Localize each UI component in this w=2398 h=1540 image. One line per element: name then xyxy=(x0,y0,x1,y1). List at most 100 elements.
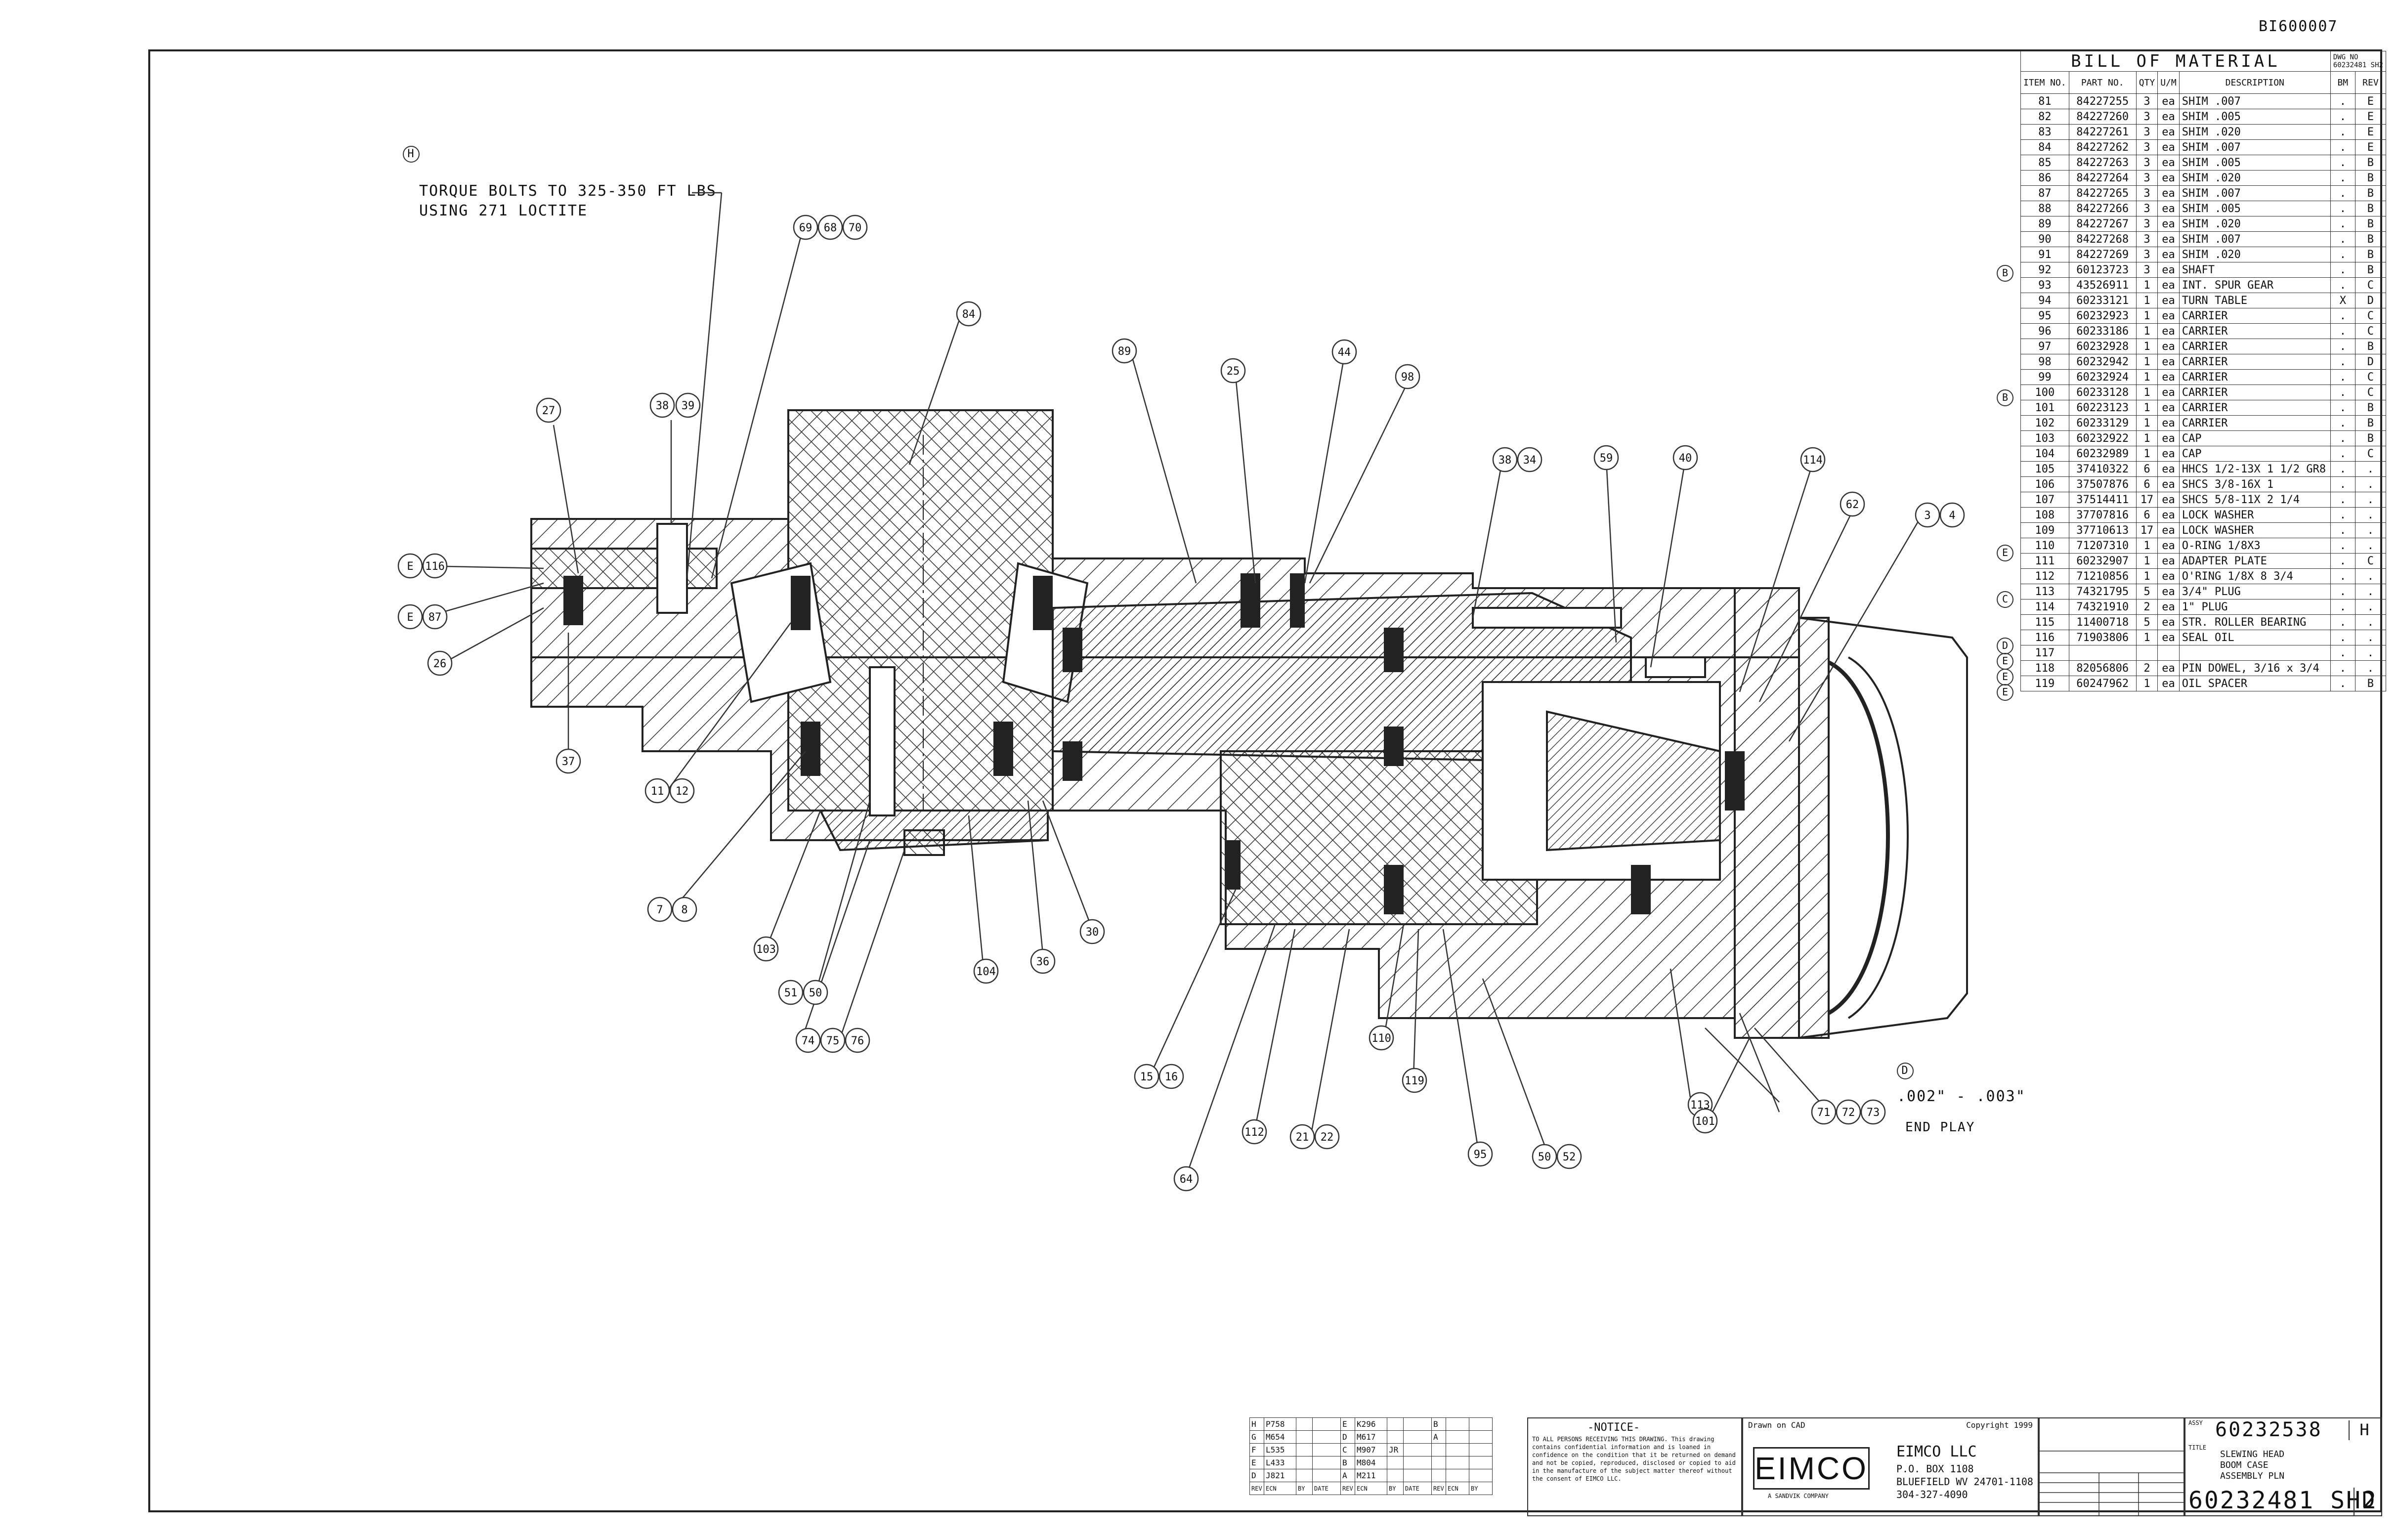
bom-um: ea xyxy=(2157,339,2180,354)
svg-text:68: 68 xyxy=(824,222,837,234)
bom-part-no: 84227263 xyxy=(2068,155,2137,171)
svg-text:36: 36 xyxy=(1036,956,1050,968)
svg-text:119: 119 xyxy=(1405,1075,1424,1087)
bom-description: 1" PLUG xyxy=(2179,599,2331,615)
bom-um: ea xyxy=(2157,216,2180,232)
svg-text:51: 51 xyxy=(784,987,798,999)
revision-cell: G xyxy=(1249,1430,1264,1444)
revision-header-cell: BY xyxy=(1296,1482,1313,1495)
title-line2: BOOM CASE xyxy=(2220,1460,2269,1470)
revision-cell xyxy=(1403,1456,1432,1469)
bom-item-no: 97 xyxy=(2020,339,2069,354)
revision-cell: M211 xyxy=(1355,1469,1387,1482)
bom-description: CARRIER xyxy=(2179,323,2331,339)
bom-rev: B xyxy=(2355,400,2387,416)
revision-cell xyxy=(1469,1443,1493,1456)
svg-text:116: 116 xyxy=(425,560,445,573)
bom-description: CARRIER xyxy=(2179,415,2331,431)
revision-cell xyxy=(1403,1417,1432,1431)
bom-description: CARRIER xyxy=(2179,385,2331,400)
bom-um: ea xyxy=(2157,124,2180,140)
bom-bm: . xyxy=(2330,201,2355,216)
svg-text:38: 38 xyxy=(656,400,669,412)
company-address2: BLUEFIELD WV 24701-1108 xyxy=(1896,1476,2033,1488)
bom-qty: 3 xyxy=(2136,185,2158,201)
bom-bm: . xyxy=(2330,308,2355,324)
eimco-logo: EIMCO xyxy=(1753,1447,1870,1490)
svg-text:37: 37 xyxy=(562,756,575,768)
bom-rev: B xyxy=(2355,155,2387,171)
bom-item-no: 90 xyxy=(2020,231,2069,247)
bom-qty: 3 xyxy=(2136,216,2158,232)
bom-bm: X xyxy=(2330,293,2355,308)
revision-cell xyxy=(1387,1469,1404,1482)
bom-item-no: 101 xyxy=(2020,400,2069,416)
svg-text:26: 26 xyxy=(433,658,447,670)
bom-qty: 3 xyxy=(2136,201,2158,216)
bom-um: ea xyxy=(2157,614,2180,630)
bom-part-no: 37514411 xyxy=(2068,492,2137,508)
bom-um: ea xyxy=(2157,155,2180,171)
bom-part-no: 60232928 xyxy=(2068,339,2137,354)
revision-cell: B xyxy=(1340,1456,1355,1469)
bom-bm: . xyxy=(2330,369,2355,385)
bom-part-no: 60232907 xyxy=(2068,553,2137,569)
svg-text:E: E xyxy=(407,560,413,573)
svg-text:62: 62 xyxy=(1846,499,1859,511)
assy-number: 60232538 xyxy=(2215,1418,2322,1441)
bom-rev: . xyxy=(2355,476,2387,492)
svg-text:74: 74 xyxy=(802,1035,815,1047)
bom-header-bm: BM xyxy=(2330,71,2355,94)
bom-description: SHIM .005 xyxy=(2179,155,2331,171)
bom-rev: . xyxy=(2355,645,2387,661)
drawing-number: 60232481 SH2 xyxy=(2188,1487,2378,1514)
bom-um: ea xyxy=(2157,277,2180,293)
bom-item-no: 91 xyxy=(2020,247,2069,262)
sheet-size: D xyxy=(2354,1488,2381,1515)
bom-qty: 2 xyxy=(2136,660,2158,676)
bom-part-no: 60233129 xyxy=(2068,415,2137,431)
bom-header-item: ITEM NO. xyxy=(2020,71,2069,94)
bom-part-no: 60233128 xyxy=(2068,385,2137,400)
bom-qty: 1 xyxy=(2136,308,2158,324)
bom-part-no: 71903806 xyxy=(2068,630,2137,645)
bom-rev: . xyxy=(2355,584,2387,599)
torque-note-marker: H xyxy=(403,146,420,163)
bom-qty: 1 xyxy=(2136,369,2158,385)
bom-revision-mark: E xyxy=(1997,544,2013,561)
bom-bm: . xyxy=(2330,354,2355,370)
bom-description: OIL SPACER xyxy=(2179,676,2331,691)
revision-letter: H xyxy=(2349,1420,2379,1440)
bom-description: SHIM .020 xyxy=(2179,247,2331,262)
company-name: EIMCO LLC xyxy=(1896,1443,1977,1460)
bom-um: ea xyxy=(2157,201,2180,216)
bom-part-no: 84227268 xyxy=(2068,231,2137,247)
bom-item-no: 99 xyxy=(2020,369,2069,385)
bom-qty: 1 xyxy=(2136,400,2158,416)
bom-bm: . xyxy=(2330,216,2355,232)
bom-part-no: 84227262 xyxy=(2068,139,2137,155)
bom-description: LOCK WASHER xyxy=(2179,522,2331,538)
bom-bm: . xyxy=(2330,676,2355,691)
bom-bm: . xyxy=(2330,109,2355,125)
bom-rev: . xyxy=(2355,630,2387,645)
title-line1: SLEWING HEAD xyxy=(2220,1449,2285,1459)
svg-text:72: 72 xyxy=(1842,1107,1855,1119)
bom-rev: E xyxy=(2355,124,2387,140)
bom-bm: . xyxy=(2330,339,2355,354)
revision-cell: A xyxy=(1340,1469,1355,1482)
